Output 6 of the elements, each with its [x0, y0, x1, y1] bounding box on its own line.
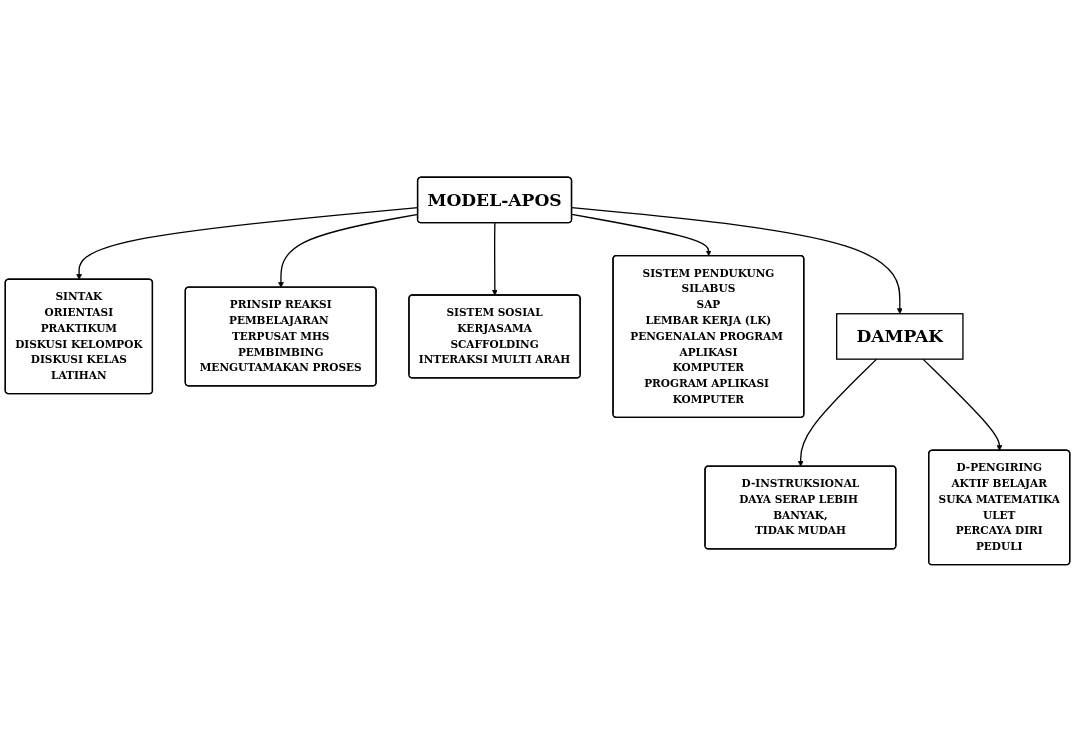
arrow [797, 358, 878, 467]
arrow [571, 213, 712, 256]
node-box: DAMPAK [836, 312, 964, 360]
arrow [922, 358, 1003, 451]
arrow [491, 221, 498, 296]
arrow [571, 206, 903, 314]
